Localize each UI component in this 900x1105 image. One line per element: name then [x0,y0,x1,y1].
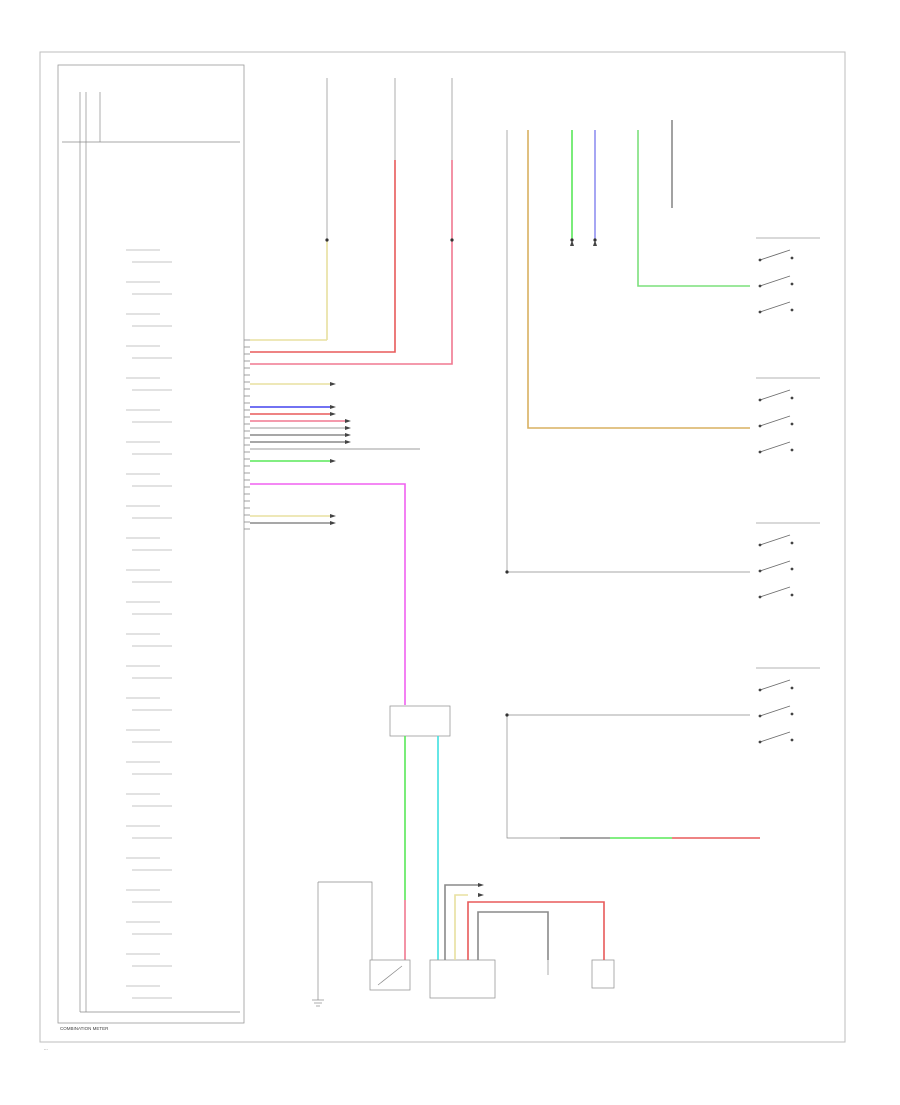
lamp-row [126,665,172,679]
lamp-row [126,889,172,903]
lamp-row [126,729,172,743]
combination-meter-panel: COMBINATION METER ... [44,64,245,1051]
wire-arrows [330,240,597,525]
lamp-row [126,505,172,519]
ground-symbol [312,999,324,1007]
lamp-row [126,793,172,807]
door-switch [756,667,820,744]
door-switch [756,237,820,314]
lamp-row [126,857,172,871]
power-feed-wires [250,78,454,365]
lamp-row [126,921,172,935]
lamp-row [126,281,172,295]
bottom-components [317,883,615,1000]
lamp-row [126,473,172,487]
lamp-row [126,313,172,327]
lamp-row [126,953,172,967]
door-switch [756,377,820,454]
lamp-row [126,985,172,999]
lamp-row [126,633,172,647]
door-switches [756,237,820,744]
lamp-row [126,249,172,263]
right-wires [505,120,760,839]
lamp-row [126,825,172,839]
cluster-label: COMBINATION METER [60,1026,109,1031]
warning-lamp-rows [126,249,172,999]
lamp-row [126,697,172,711]
signal-wires [250,383,420,705]
lower-module [317,705,451,960]
lamp-row [126,345,172,359]
footer-code: ... [44,1046,48,1051]
lamp-row [126,409,172,423]
lamp-row [126,601,172,615]
lamp-row [126,761,172,775]
lamp-row [126,377,172,391]
lamp-row [126,537,172,551]
door-switch [756,522,820,599]
lamp-row [126,569,172,583]
lamp-row [126,441,172,455]
diagram-frame [39,51,846,1043]
connector-pins [244,339,250,530]
